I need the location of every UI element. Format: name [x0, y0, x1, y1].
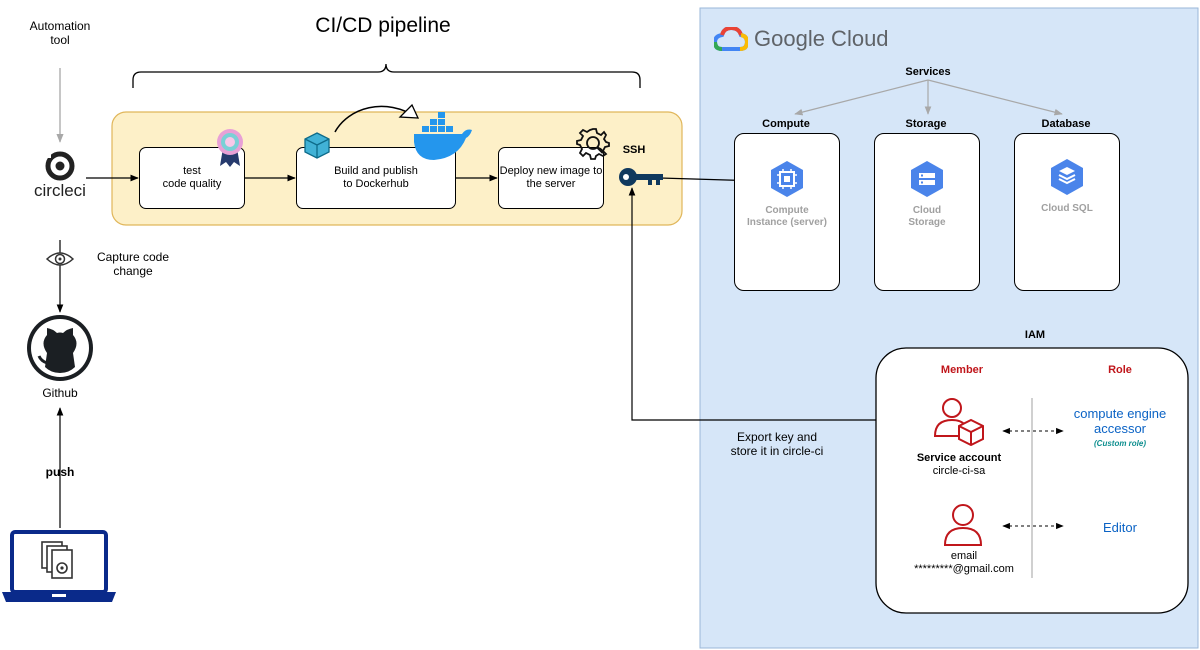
pipeline-brace — [132, 63, 641, 88]
user-email-title: email — [950, 550, 978, 562]
cloud-sql-icon — [1051, 159, 1083, 195]
cloud-storage-label: Cloud Storage — [908, 205, 946, 228]
services-label: Services — [905, 66, 951, 78]
cube-icon — [304, 132, 330, 159]
user-email-id: *********@gmail.com — [914, 563, 1014, 575]
storage-card — [874, 133, 980, 291]
compute-card — [734, 133, 840, 291]
capture-code-label: Capture code change — [96, 250, 170, 278]
user-icon — [943, 504, 983, 546]
database-header: Database — [1041, 118, 1091, 130]
circleci-wordmark: circleci — [34, 181, 86, 200]
iam-title: IAM — [1024, 329, 1046, 341]
github-label: Github — [42, 386, 78, 400]
cloud-sql-label: Cloud SQL — [1041, 203, 1093, 214]
automation-tool-label: Automation tool — [29, 19, 91, 47]
eye-icon — [45, 252, 75, 266]
export-key-label: Export key and store it in circle-ci — [730, 430, 824, 458]
role-header: Role — [1108, 364, 1132, 376]
compute-engine-icon — [771, 161, 803, 197]
member-header: Member — [940, 364, 984, 376]
cloud-storage-icon — [911, 161, 943, 197]
service-account-icon — [933, 398, 984, 446]
storage-header: Storage — [905, 118, 947, 130]
service-account-id: circle-ci-sa — [932, 465, 986, 477]
pipeline-title: CI/CD pipeline — [315, 14, 451, 37]
gear-search-icon — [576, 128, 610, 160]
role-compute-engine-accessor: compute engine accessor — [1073, 406, 1167, 436]
deploy-image-node: Deploy new image to the server — [498, 147, 604, 209]
key-icon — [619, 168, 663, 186]
compute-instance-label: Compute Instance (server) — [746, 205, 828, 228]
ssh-label: SSH — [622, 144, 646, 156]
circleci-logo: circleci — [30, 150, 90, 210]
google-cloud-brand: Google Cloud — [754, 26, 889, 51]
service-account-to-ssh-arrow — [628, 187, 918, 421]
push-label: push — [45, 465, 75, 479]
service-account-title: Service account — [916, 452, 1002, 464]
circleci-icon — [45, 151, 75, 181]
compute-header: Compute — [762, 118, 810, 130]
custom-role-note: (Custom role) — [1094, 439, 1146, 448]
github-icon — [27, 315, 93, 381]
role-editor: Editor — [1103, 520, 1137, 535]
google-cloud-logo-icon — [714, 27, 748, 51]
quality-badge-icon — [217, 129, 243, 167]
laptop-icon — [2, 530, 116, 602]
docker-icon — [414, 112, 472, 160]
